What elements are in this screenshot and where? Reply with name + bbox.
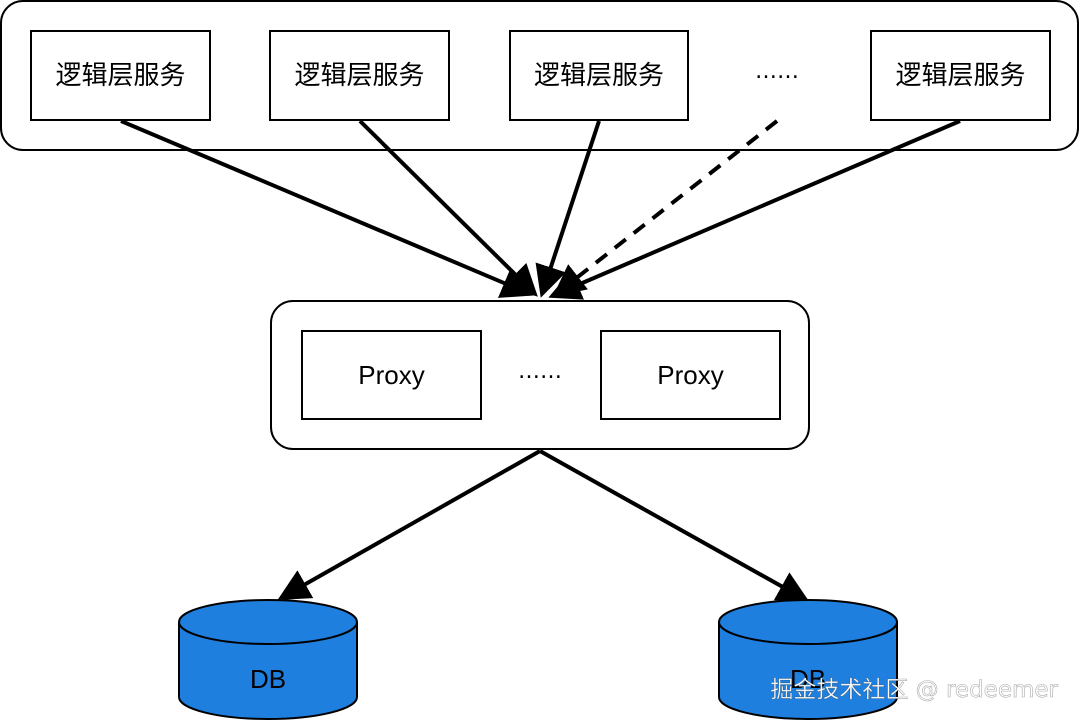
database-label: DB <box>250 664 286 694</box>
edge-proxy-to-db1 <box>277 449 541 600</box>
proxy-ellipsis: …… <box>518 359 562 384</box>
service-ellipsis: …… <box>755 59 799 84</box>
edge-service1-to-proxy <box>120 119 534 298</box>
service-node-label: 逻辑层服务 <box>895 61 1025 91</box>
watermark-text: 掘金技术社区 @ redeemer <box>770 677 1058 703</box>
service-node-label: 逻辑层服务 <box>534 61 664 91</box>
service-node-2: 逻辑层服务 <box>269 30 450 121</box>
proxy-node-label: Proxy <box>358 360 424 390</box>
service-node-3: 逻辑层服务 <box>509 30 689 121</box>
proxy-node-label: Proxy <box>657 360 723 390</box>
edge-service4-to-proxy <box>548 119 961 300</box>
service-node-1: 逻辑层服务 <box>30 30 211 121</box>
database-label: DB <box>790 664 826 694</box>
edge-proxy-to-db2 <box>539 449 810 602</box>
proxy-node-1: Proxy <box>301 330 482 420</box>
database-1: DB <box>178 599 358 720</box>
service-node-4: 逻辑层服务 <box>870 30 1051 121</box>
edge-service2-to-proxy <box>358 119 538 297</box>
database-2: DB <box>718 599 898 720</box>
proxy-node-2: Proxy <box>600 330 781 420</box>
service-node-label: 逻辑层服务 <box>294 61 424 91</box>
edge-service3-to-proxy <box>535 120 601 298</box>
service-node-label: 逻辑层服务 <box>55 61 185 91</box>
